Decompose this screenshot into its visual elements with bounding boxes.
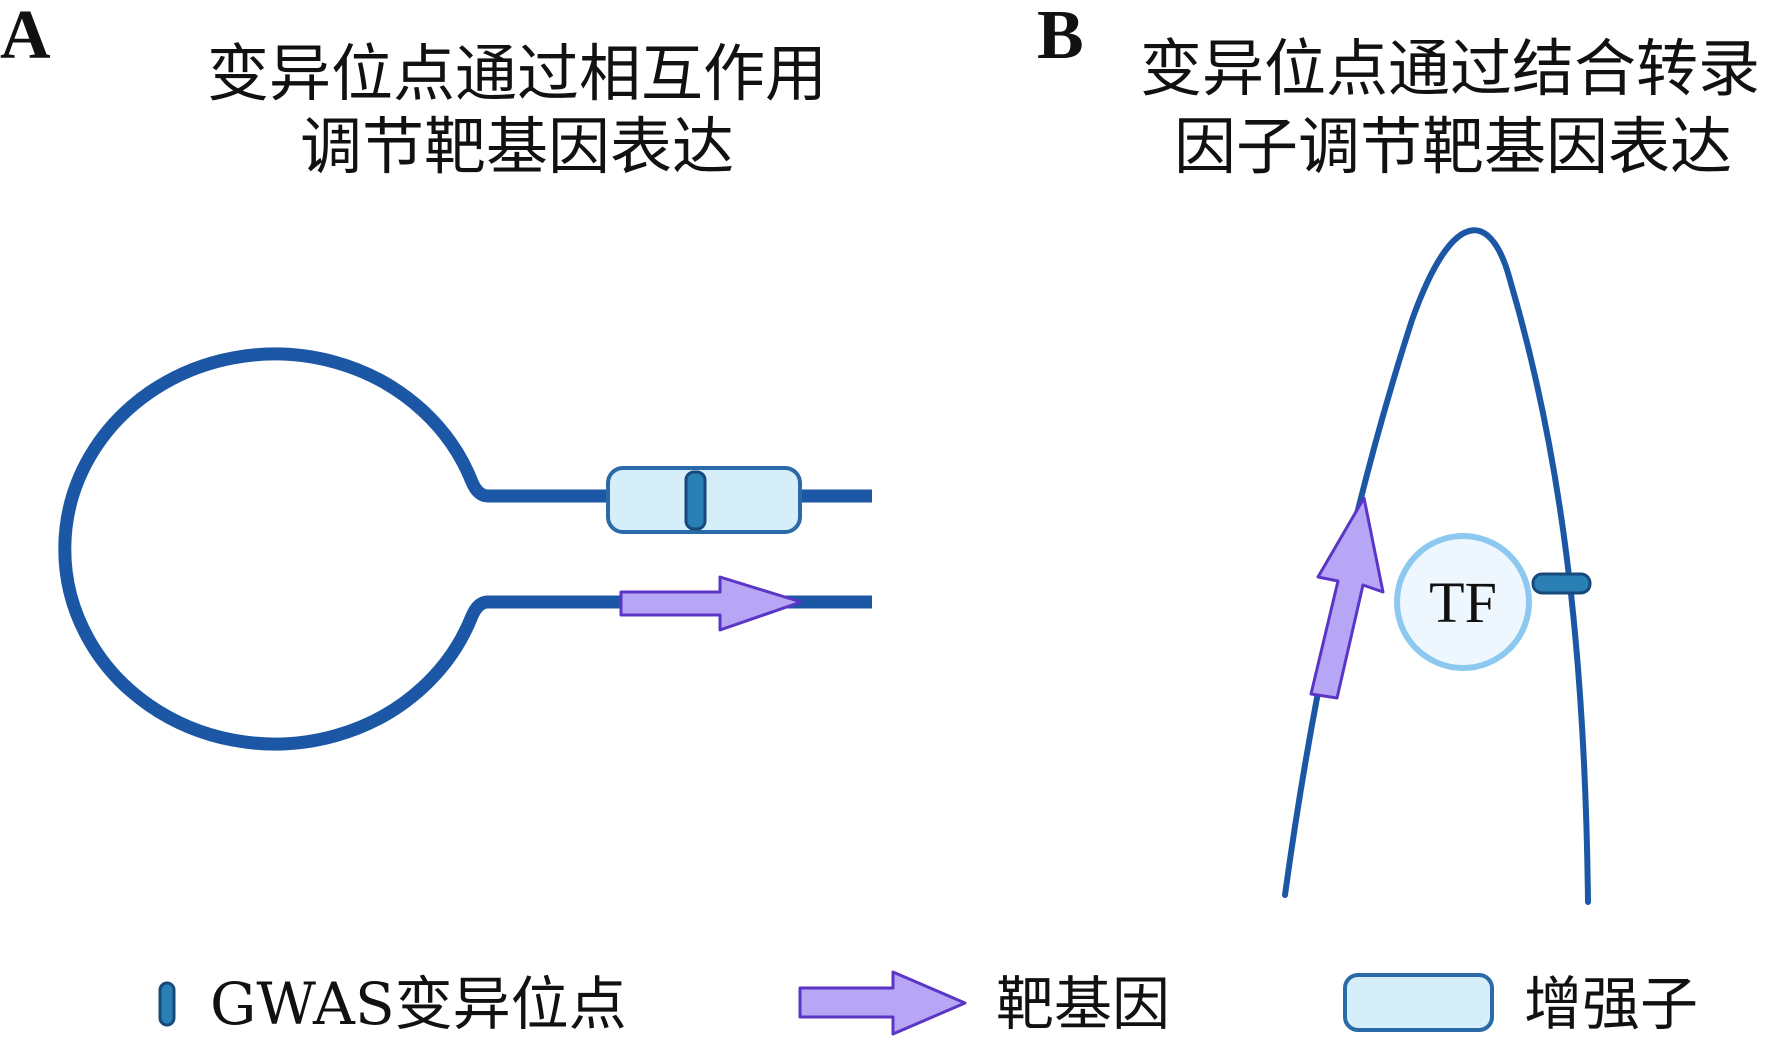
panel-b-title-line2: 因子调节靶基因表达 bbox=[1174, 110, 1732, 183]
panel-b: B 变异位点通过结合转录 因子调节靶基因表达 TF bbox=[1037, 0, 1760, 905]
legend-gene-label: 靶基因 bbox=[996, 970, 1170, 1038]
legend-enhancer-label: 增强子 bbox=[1524, 970, 1698, 1038]
target-gene-arrow bbox=[1309, 496, 1385, 700]
gwas-variant-marker bbox=[1531, 572, 1592, 595]
target-gene-arrow bbox=[619, 575, 803, 632]
legend-item-variant: GWAS变异位点 bbox=[158, 970, 627, 1038]
gene-arrow-icon bbox=[798, 970, 967, 1036]
panel-a-title-line2: 调节靶基因表达 bbox=[300, 110, 734, 183]
panel-a: A 变异位点通过相互作用 调节靶基因表达 bbox=[0, 0, 872, 751]
variant-marker-icon bbox=[158, 981, 176, 1027]
legend-variant-label: GWAS变异位点 bbox=[210, 970, 627, 1038]
legend-item-gene: 靶基因 bbox=[798, 970, 1170, 1038]
legend-item-enhancer: 增强子 bbox=[1343, 970, 1698, 1038]
transcription-factor-circle bbox=[1394, 533, 1532, 671]
dna-loop bbox=[58, 347, 872, 751]
enhancer-box-icon bbox=[1343, 973, 1494, 1032]
panel-b-title-line1: 变异位点通过结合转录 bbox=[1140, 32, 1760, 105]
panel-b-letter: B bbox=[1037, 0, 1084, 74]
panel-a-letter: A bbox=[0, 0, 51, 74]
panel-a-title-line1: 变异位点通过相互作用 bbox=[207, 37, 827, 110]
gwas-variant-marker bbox=[684, 470, 707, 531]
legend: GWAS变异位点 靶基因 增强子 bbox=[158, 970, 1698, 1038]
tf-label: TF bbox=[1429, 570, 1497, 635]
